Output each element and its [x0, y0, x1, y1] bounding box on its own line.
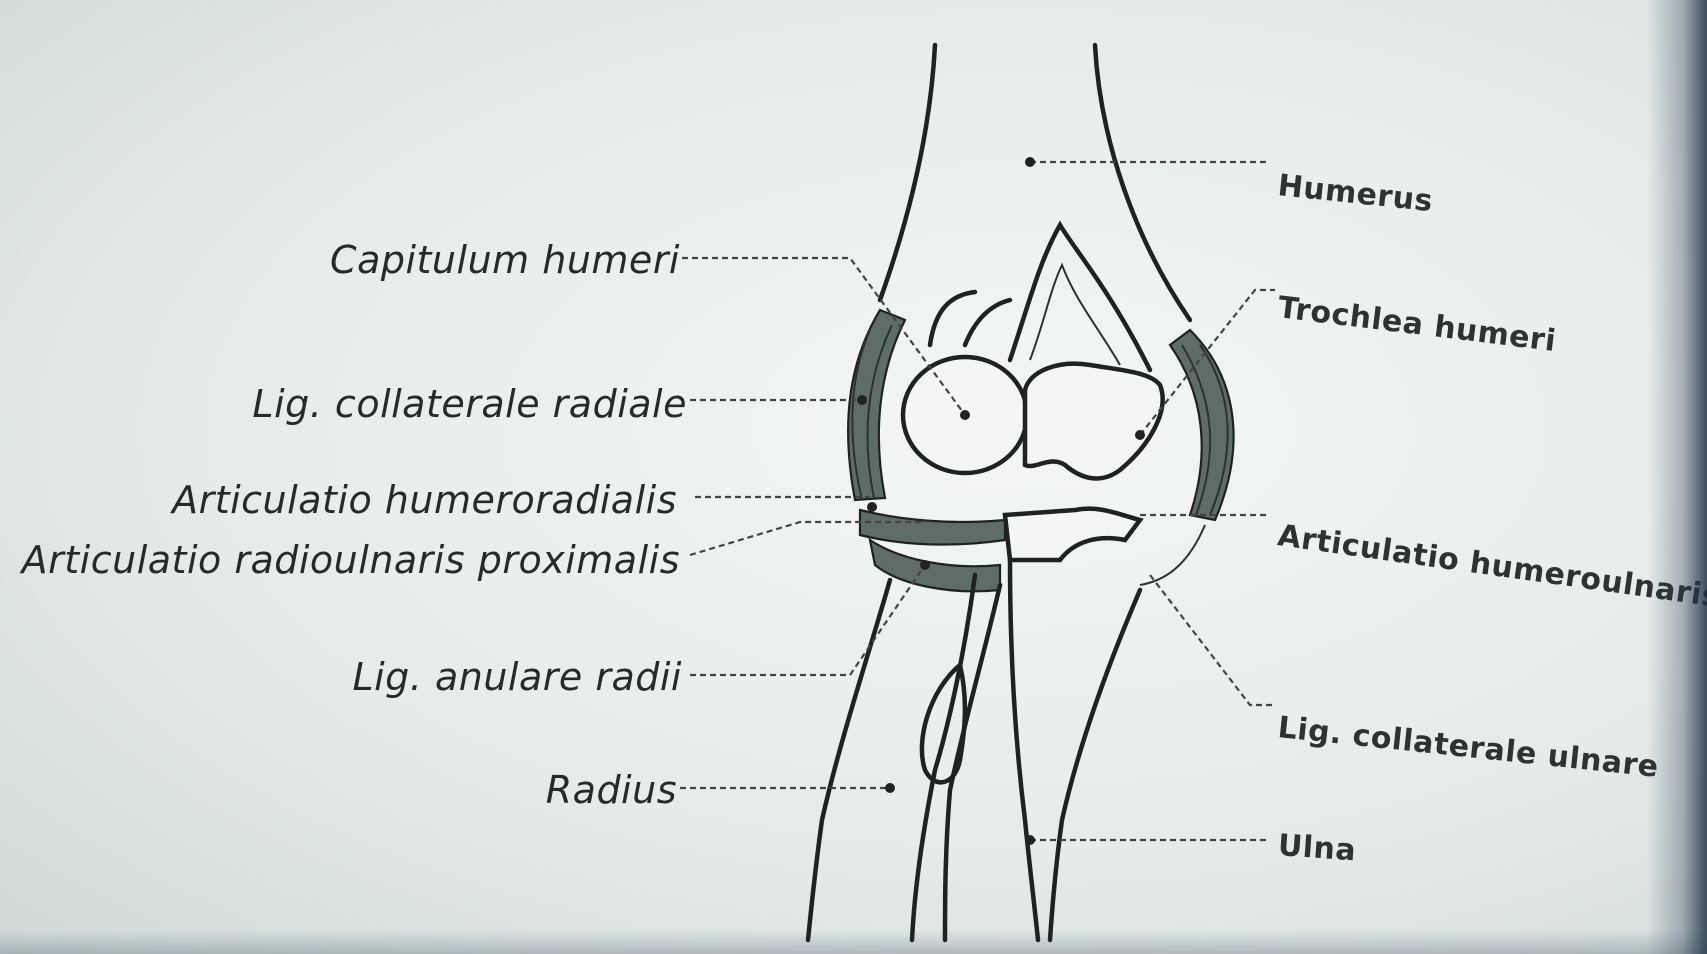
trochlea-ridge: [1010, 225, 1150, 370]
ulna-outline-medial: [1050, 590, 1140, 940]
dot-capitulum: [960, 410, 970, 420]
label-lig-collaterale-radiale: Lig. collaterale radiale: [252, 382, 687, 426]
dot-trochlea: [1135, 430, 1145, 440]
coronoid-fossa: [1030, 265, 1120, 365]
page-bottom-shadow: [0, 930, 1707, 954]
joint-capsule: [860, 510, 1005, 545]
label-ulna: Ulna: [1277, 828, 1358, 868]
dot-ulna: [1025, 835, 1035, 845]
dot-humerus: [1025, 157, 1035, 167]
dot-lig-coll-radiale: [857, 395, 867, 405]
radius-outline-lateral: [808, 580, 890, 940]
ulna-outline-lateral: [1010, 560, 1038, 940]
ulnar-collateral-ligament: [1170, 330, 1234, 520]
label-articulatio-radioulnaris-proximalis: Articulatio radioulnaris proximalis: [22, 538, 680, 582]
label-radius: Radius: [546, 768, 677, 812]
dot-radius: [885, 783, 895, 793]
radius-inner: [945, 585, 1000, 940]
label-articulatio-humeroradialis: Articulatio humeroradialis: [172, 478, 677, 522]
humerus-shaft-lateral: [880, 45, 935, 300]
label-capitulum-humeri: Capitulum humeri: [330, 238, 680, 282]
dot-art-radioulnaris: [920, 560, 930, 570]
humerus-shaft-medial: [1095, 45, 1190, 320]
ulna-head: [1005, 509, 1140, 560]
leader-lig-coll-ulnare: [1150, 575, 1275, 705]
page-edge-shadow: [1647, 0, 1707, 954]
radial-fossa-right: [965, 300, 1010, 345]
trochlea-shape: [1025, 364, 1163, 479]
dot-art-humeroradialis: [867, 502, 877, 512]
label-lig-anulare-radii: Lig. anulare radii: [352, 655, 682, 699]
